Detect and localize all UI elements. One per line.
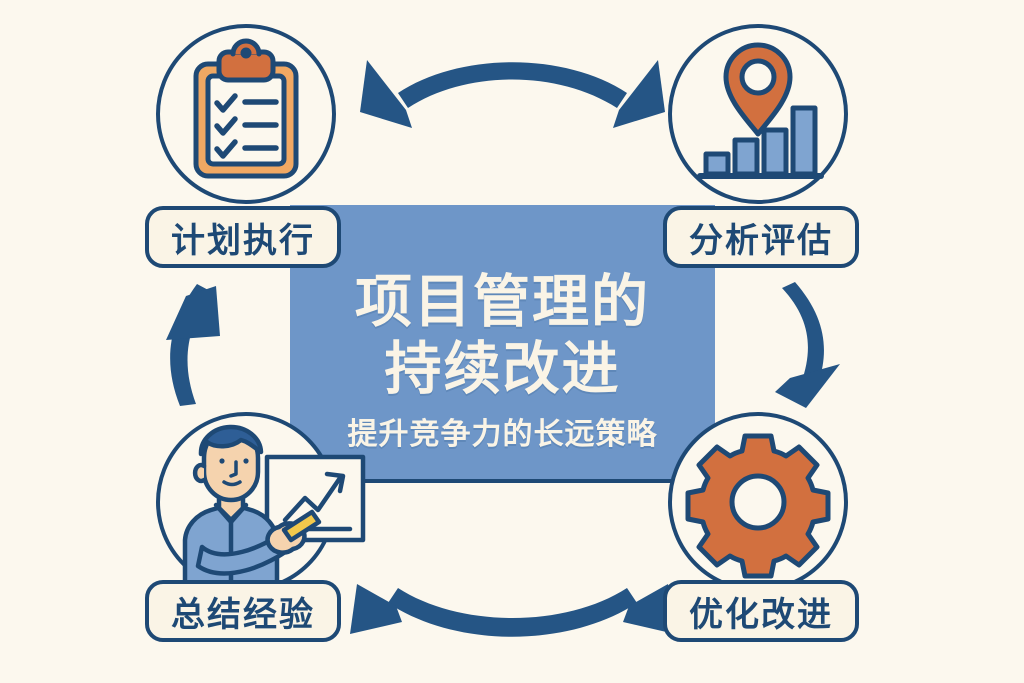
presenter-whiteboard-growth-icon bbox=[182, 424, 366, 595]
node-label-optimize[interactable]: 优化改进 bbox=[663, 580, 859, 642]
center-title-line-1: 项目管理的 bbox=[355, 269, 650, 334]
center-text-block: 项目管理的 持续改进 提升竞争力的长远策略 bbox=[290, 205, 715, 483]
bottom-connector-arrow bbox=[350, 584, 675, 637]
top-connector-arrow bbox=[360, 60, 665, 128]
right-connector-arrow bbox=[775, 282, 840, 408]
node-label-review[interactable]: 总结经验 bbox=[145, 580, 341, 642]
node-label-plan-text: 计划执行 bbox=[171, 221, 315, 260]
left-connector-arrow bbox=[166, 284, 220, 406]
gear-icon bbox=[685, 433, 831, 579]
location-pin-bar-chart-icon bbox=[697, 42, 824, 179]
node-label-review-text: 总结经验 bbox=[171, 595, 315, 634]
center-title-line-2: 持续改进 bbox=[384, 337, 621, 401]
node-label-analysis[interactable]: 分析评估 bbox=[663, 206, 859, 268]
node-label-analysis-text: 分析评估 bbox=[689, 221, 833, 260]
node-label-optimize-text: 优化改进 bbox=[689, 595, 833, 634]
center-subtitle: 提升竞争力的长远策略 bbox=[347, 418, 658, 452]
node-label-plan[interactable]: 计划执行 bbox=[145, 206, 341, 268]
clipboard-checklist-icon bbox=[193, 38, 299, 179]
center-panel bbox=[290, 205, 715, 483]
